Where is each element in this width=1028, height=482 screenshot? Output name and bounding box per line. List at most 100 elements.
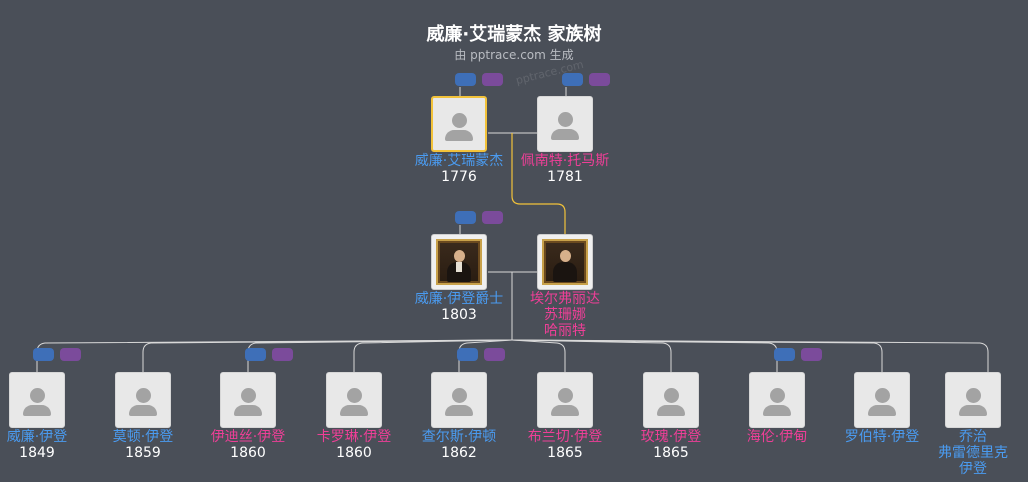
avatar-placeholder-icon [234,405,262,416]
avatar-placeholder-icon [557,112,573,127]
child-link-line-9 [511,339,883,372]
person-birth-year: 1781 [547,169,583,185]
avatar-placeholder-icon [663,388,679,403]
info-badge-blue[interactable] [455,211,476,224]
info-badge-purple[interactable] [801,348,822,361]
avatar-placeholder-icon [129,405,157,416]
avatar-placeholder-icon [868,405,896,416]
child-link-line-2 [142,339,513,372]
avatar-placeholder-icon [959,405,987,416]
badge-group [455,211,505,225]
person-node-child-8[interactable]: 海伦·伊甸 [722,372,832,445]
person-name: 佩南特·托马斯 [520,153,610,169]
avatar-placeholder-icon [135,388,151,403]
person-birth-year: 1849 [19,445,55,461]
child-link-line-4 [353,339,513,372]
avatar-placeholder-icon [769,388,785,403]
person-name: 埃尔弗丽达苏珊娜哈丽特 [530,291,600,339]
badge-group [457,348,507,362]
avatar-placeholder-icon [340,405,368,416]
avatar-placeholder-icon [657,405,685,416]
badge-group [455,73,505,87]
child-link-line-6 [511,339,566,372]
info-badge-blue[interactable] [33,348,54,361]
person-photo[interactable] [220,372,276,428]
avatar-placeholder-icon [445,130,473,141]
person-photo[interactable] [537,234,593,290]
person-node-child-10[interactable]: 乔治弗雷德里克伊登 [918,372,1028,477]
person-name: 乔治弗雷德里克伊登 [938,429,1008,477]
avatar-placeholder-icon [551,405,579,416]
avatar-placeholder-icon [451,388,467,403]
info-badge-blue[interactable] [774,348,795,361]
info-badge-purple[interactable] [60,348,81,361]
person-birth-year: 1859 [125,445,161,461]
page-subtitle: 由 pptrace.com 生成 [454,48,574,62]
info-badge-purple[interactable] [482,211,503,224]
avatar-placeholder-icon [346,388,362,403]
info-badge-purple[interactable] [589,73,610,86]
info-badge-purple[interactable] [272,348,293,361]
person-birth-year: 1776 [441,169,477,185]
person-node-child-5[interactable]: 查尔斯·伊顿 1862 [404,372,514,462]
portrait-painting [436,239,482,285]
info-badge-blue[interactable] [455,73,476,86]
child-link-line-8 [511,339,778,372]
person-node-child-9[interactable]: 罗伯特·伊登 [827,372,937,445]
person-node-child-1[interactable]: 威廉·伊登 1849 [0,372,92,462]
person-photo[interactable] [749,372,805,428]
person-node-child-7[interactable]: 玫瑰·伊登 1865 [616,372,726,462]
person-photo[interactable] [643,372,699,428]
person-birth-year: 1803 [441,307,477,323]
person-name: 查尔斯·伊顿 [421,429,497,445]
page-title: 威廉·艾瑞蒙杰 家族树 [426,24,602,45]
info-badge-blue[interactable] [562,73,583,86]
person-name: 玫瑰·伊登 [640,429,702,445]
avatar-placeholder-icon [763,405,791,416]
avatar-placeholder-icon [965,388,981,403]
info-badge-blue[interactable] [457,348,478,361]
person-name: 莫顿·伊登 [112,429,174,445]
child-link-line-7 [511,339,672,372]
person-photo[interactable] [115,372,171,428]
person-photo[interactable] [537,96,593,152]
person-birth-year: 1860 [230,445,266,461]
person-photo[interactable] [537,372,593,428]
person-node-child-6[interactable]: 布兰切·伊登 1865 [510,372,620,462]
person-node-child-4[interactable]: 卡罗琳·伊登 1860 [299,372,409,462]
person-node-child-2[interactable]: 莫顿·伊登 1859 [88,372,198,462]
person-name: 罗伯特·伊登 [844,429,920,445]
info-badge-purple[interactable] [484,348,505,361]
avatar-placeholder-icon [240,388,256,403]
person-photo[interactable] [431,372,487,428]
person-node-william-eden-sir[interactable]: 威廉·伊登爵士 1803 [404,234,514,324]
avatar-placeholder-icon [557,388,573,403]
avatar-placeholder-icon [551,129,579,140]
person-photo[interactable] [431,234,487,290]
info-badge-blue[interactable] [245,348,266,361]
badge-group [245,348,295,362]
person-photo[interactable] [326,372,382,428]
person-node-elfrida-susanna-harriet[interactable]: 埃尔弗丽达苏珊娜哈丽特 [510,234,620,339]
avatar-placeholder-icon [29,388,45,403]
badge-group [562,73,612,87]
person-node-pennant-thomas[interactable]: 佩南特·托马斯 1781 [510,96,620,186]
person-name: 威廉·伊登 [6,429,68,445]
person-name: 伊迪丝·伊登 [210,429,286,445]
person-name: 威廉·伊登爵士 [414,291,504,307]
person-name: 卡罗琳·伊登 [316,429,392,445]
person-birth-year: 1862 [441,445,477,461]
person-node-child-3[interactable]: 伊迪丝·伊登 1860 [193,372,303,462]
person-name: 海伦·伊甸 [746,429,808,445]
avatar-placeholder-icon [445,405,473,416]
person-photo[interactable] [9,372,65,428]
parent-child-line-highlighted [511,133,566,234]
person-photo[interactable] [945,372,1001,428]
avatar-placeholder-icon [874,388,890,403]
info-badge-purple[interactable] [482,73,503,86]
person-node-william-ireland[interactable]: 威廉·艾瑞蒙杰 1776 [404,96,514,186]
person-name: 布兰切·伊登 [527,429,603,445]
person-photo[interactable] [854,372,910,428]
person-photo[interactable] [431,96,487,152]
